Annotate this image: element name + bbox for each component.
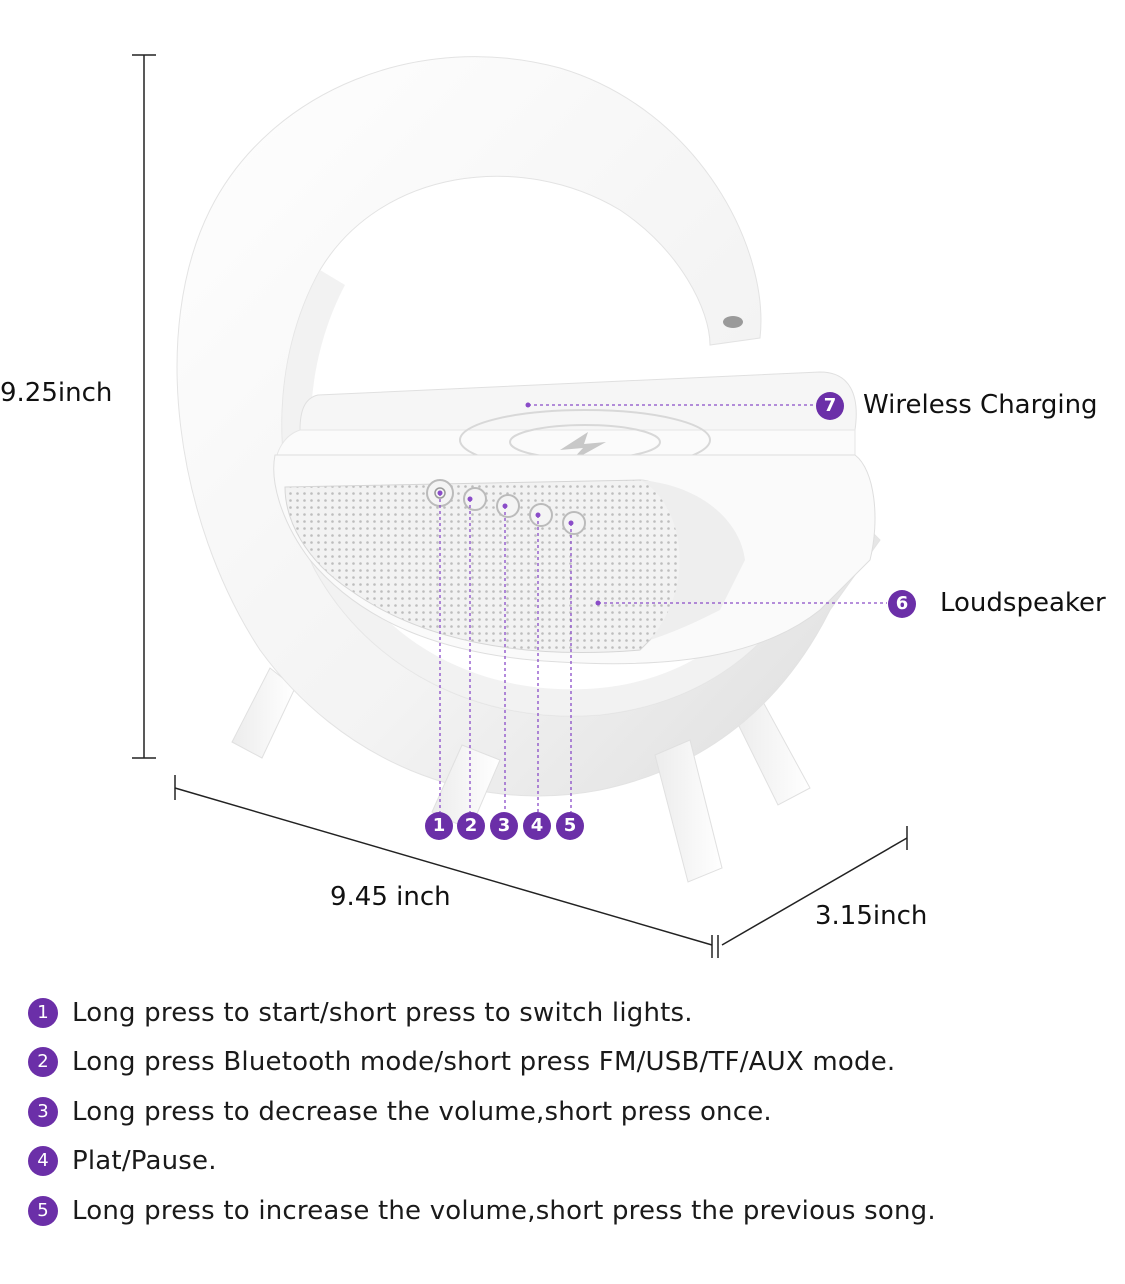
instruction-text: Long press to decrease the volume,short … [72,1096,772,1127]
list-item: 5 Long press to increase the volume,shor… [28,1186,1108,1236]
badge-loudspeaker: 6 [888,590,916,618]
button-badge-5: 5 [556,812,584,840]
wireless-charging-label: Wireless Charging [863,390,1098,420]
list-item: 4 Plat/Pause. [28,1137,1108,1187]
button-badge-4: 4 [523,812,551,840]
lightning-bolt-icon [560,432,606,462]
instruction-number: 3 [28,1096,58,1127]
instruction-number: 1 [28,997,58,1028]
button-2[interactable] [463,487,487,511]
depth-label: 3.15inch [815,901,928,931]
button-badge-3: 3 [490,812,518,840]
width-dimension-line [174,775,719,958]
button-badge-2: 2 [457,812,485,840]
instruction-text: Long press to increase the volume,short … [72,1195,936,1226]
depth-dimension-line [721,826,908,946]
button-5[interactable] [562,511,586,535]
width-label: 9.45 inch [330,882,451,912]
charging-pad-top [299,371,857,431]
product-illustration [132,54,908,958]
instruction-number: 2 [28,1047,58,1078]
loudspeaker-label: Loudspeaker [940,588,1106,618]
badge-wireless-charging: 7 [816,392,844,420]
lamp-sensor-hole [723,316,743,328]
button-3[interactable] [496,494,520,518]
height-dimension-line [132,54,156,759]
button-instructions-list: 1 Long press to start/short press to swi… [28,988,1108,1236]
height-label: 9.25inch [0,378,113,408]
leg-front-right [654,739,723,883]
instruction-text: Long press Bluetooth mode/short press FM… [72,1047,896,1078]
list-item: 1 Long press to start/short press to swi… [28,988,1108,1038]
instruction-number: 4 [28,1146,58,1177]
list-item: 3 Long press to decrease the volume,shor… [28,1087,1108,1137]
instruction-text: Long press to start/short press to switc… [72,997,693,1028]
button-badge-1: 1 [425,812,453,840]
button-4[interactable] [529,503,553,527]
instruction-number: 5 [28,1195,58,1226]
g-ring-body [176,56,881,797]
instruction-text: Plat/Pause. [72,1146,217,1177]
list-item: 2 Long press Bluetooth mode/short press … [28,1038,1108,1088]
leader-lines [439,404,887,812]
